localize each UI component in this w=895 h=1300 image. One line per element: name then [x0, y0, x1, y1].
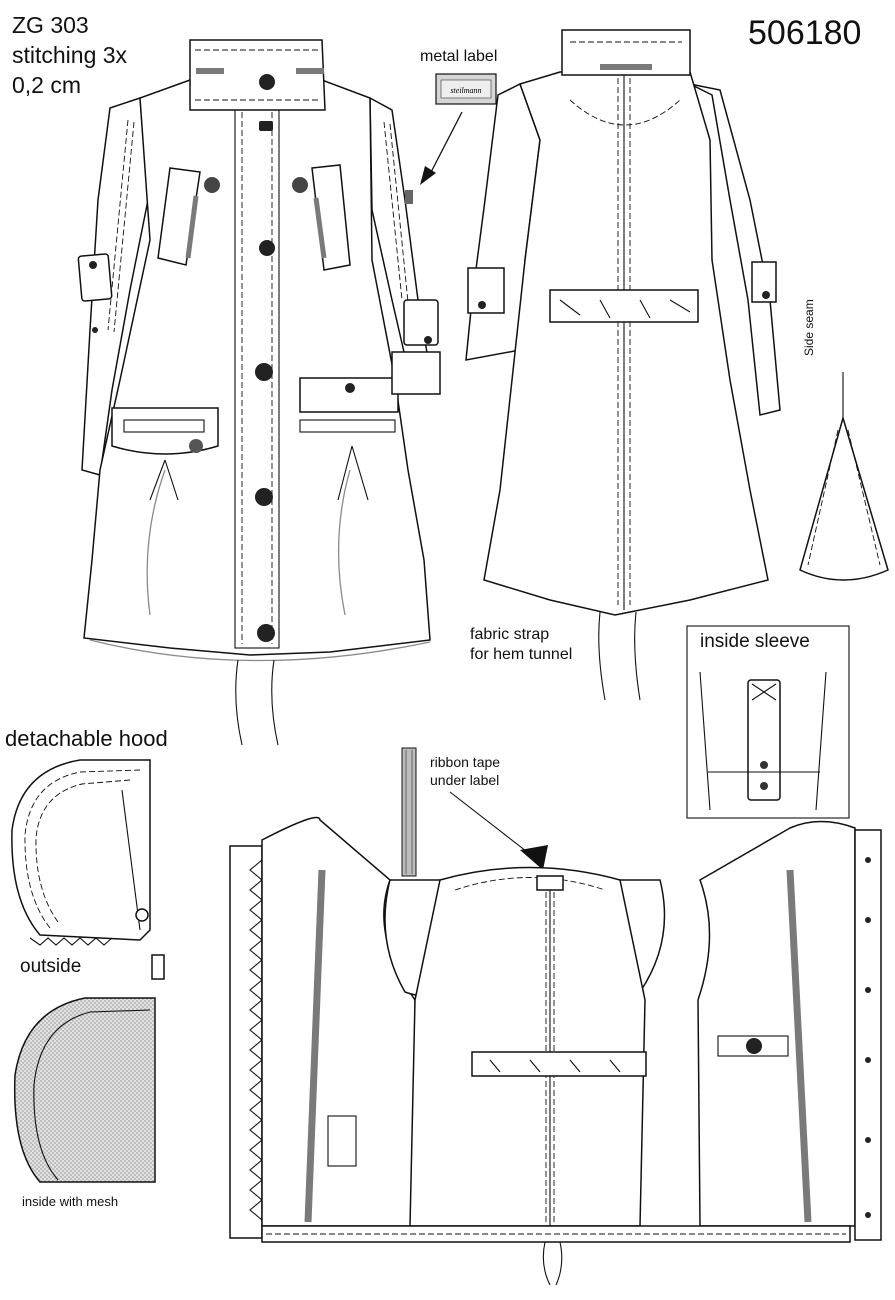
front-right-pocket-flap — [299, 377, 399, 413]
hood-outside — [11, 759, 165, 980]
back-right-sleeve — [689, 83, 781, 416]
inside-open-view — [229, 816, 882, 1286]
metal-label-callout: metal label — [420, 48, 498, 65]
article-number: 506180 — [748, 14, 862, 52]
stitch-width-note: 0,2 cm — [12, 72, 82, 98]
model-code: ZG 303 — [12, 12, 89, 38]
front-left-sleeve — [81, 96, 149, 476]
metal-label-brand: steilmann — [450, 86, 481, 95]
hood-inside-label: inside with mesh — [22, 1194, 119, 1209]
stitching-note: stitching 3x — [12, 42, 128, 68]
inside-sleeve-detail — [686, 625, 850, 819]
front-collar — [189, 39, 326, 111]
ribbon-tape-callout-line1: ribbon tape — [430, 754, 501, 770]
front-view-coat — [77, 39, 441, 746]
back-body — [483, 71, 769, 616]
ribbon-tape — [401, 747, 548, 877]
side-seam-detail — [799, 372, 889, 581]
detachable-hood-title: detachable hood — [5, 726, 168, 751]
back-view-coat — [465, 29, 781, 701]
inside-sleeve-title: inside sleeve — [700, 631, 810, 652]
hood-outside-label: outside — [20, 956, 82, 977]
fabric-strap-callout-line2: for hem tunnel — [470, 646, 573, 663]
hood-inside-mesh — [13, 997, 156, 1183]
metal-label: steilmann — [420, 73, 497, 185]
back-collar — [561, 29, 691, 76]
ribbon-tape-callout-line2: under label — [430, 772, 500, 788]
fabric-strap-callout-line1: fabric strap — [470, 626, 550, 643]
